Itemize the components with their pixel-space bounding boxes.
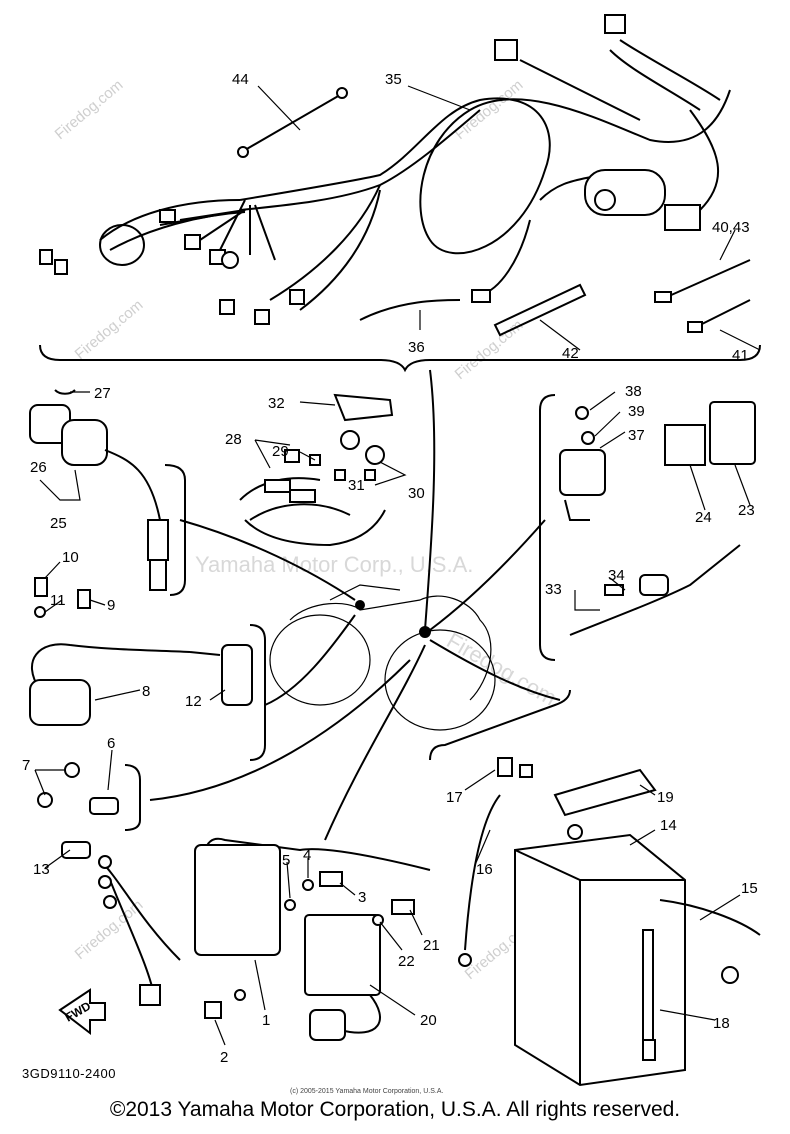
- callout-labels: 44 35 40,43 36 42 41 27 32 38 39 37 28 2…: [22, 71, 758, 1066]
- fine-print: (c) 2005-2015 Yamaha Motor Corporation, …: [290, 1088, 443, 1095]
- callout-32: 32: [268, 395, 285, 412]
- callout-30: 30: [408, 485, 425, 502]
- battery-group: [429, 689, 761, 1087]
- callout-23: 23: [738, 502, 755, 519]
- callout-33: 33: [545, 581, 562, 598]
- callout-41: 41: [732, 347, 749, 364]
- parts-40-43: [493, 259, 751, 337]
- fwd-arrow: [58, 988, 106, 1036]
- watermark-center: Yamaha Motor Corp., U.S.A.: [195, 552, 473, 577]
- callout-38: 38: [625, 383, 642, 400]
- parts-33-34: [569, 544, 741, 636]
- callout-2: 2: [220, 1049, 228, 1066]
- callout-34: 34: [608, 567, 625, 584]
- callout-18: 18: [713, 1015, 730, 1032]
- parts-23-24-37-39: [539, 394, 756, 661]
- frame-silhouette: [269, 584, 496, 731]
- callout-44: 44: [232, 71, 249, 88]
- callout-37: 37: [628, 427, 645, 444]
- callout-24: 24: [695, 509, 712, 526]
- parts-8-12: [29, 624, 266, 761]
- callout-26: 26: [30, 459, 47, 476]
- callout-14: 14: [660, 817, 677, 834]
- callout-42: 42: [562, 345, 579, 362]
- callout-27: 27: [94, 385, 111, 402]
- parts-25-27: [29, 389, 186, 596]
- callout-28: 28: [225, 431, 242, 448]
- diagram-code: 3GD9110-2400: [22, 1066, 116, 1081]
- callout-9: 9: [107, 597, 115, 614]
- fwd-label: FWD: [63, 999, 94, 1025]
- callout-20: 20: [420, 1012, 437, 1029]
- callout-17: 17: [446, 789, 463, 806]
- callout-36: 36: [408, 339, 425, 356]
- callout-11: 11: [50, 592, 66, 609]
- callout-21: 21: [423, 937, 440, 954]
- watermark-site-4: Firedog.com: [452, 316, 527, 383]
- callout-3: 3: [358, 889, 366, 906]
- parts-6-7-13: [37, 762, 141, 859]
- copyright-notice: ©2013 Yamaha Motor Corporation, U.S.A. A…: [109, 1098, 681, 1121]
- callout-1: 1: [262, 1012, 270, 1029]
- parts-cdi-rectifier: FWD: [58, 837, 431, 1041]
- top-section-brace: [39, 344, 761, 373]
- callout-22: 22: [398, 953, 415, 970]
- callout-29: 29: [272, 443, 289, 460]
- callout-4: 4: [303, 847, 311, 864]
- callout-39: 39: [628, 403, 645, 420]
- callout-10: 10: [62, 549, 79, 566]
- wire-harness: [39, 14, 731, 325]
- callout-16: 16: [476, 861, 493, 878]
- callout-15: 15: [741, 880, 758, 897]
- callout-25: 25: [50, 515, 67, 532]
- callout-7: 7: [22, 757, 30, 774]
- callout-5: 5: [282, 852, 290, 869]
- watermark-site-1: Firedog.com: [52, 76, 127, 143]
- watermark-site-2: Firedog.com: [452, 76, 527, 143]
- leader-lines: [34, 85, 761, 1046]
- callout-8: 8: [142, 683, 150, 700]
- watermark-site-center: Firedog.com: [443, 628, 561, 711]
- callout-35: 35: [385, 71, 402, 88]
- pointer-lines: [149, 369, 561, 841]
- callout-40-43: 40,43: [712, 219, 750, 236]
- callout-19: 19: [657, 789, 674, 806]
- callout-31: 31: [348, 477, 365, 494]
- watermark-site-3: Firedog.com: [72, 296, 147, 363]
- callout-13: 13: [33, 861, 50, 878]
- parts-9-11: [34, 577, 91, 618]
- parts-28-32: [239, 393, 394, 547]
- callout-12: 12: [185, 693, 202, 710]
- callout-6: 6: [107, 735, 115, 752]
